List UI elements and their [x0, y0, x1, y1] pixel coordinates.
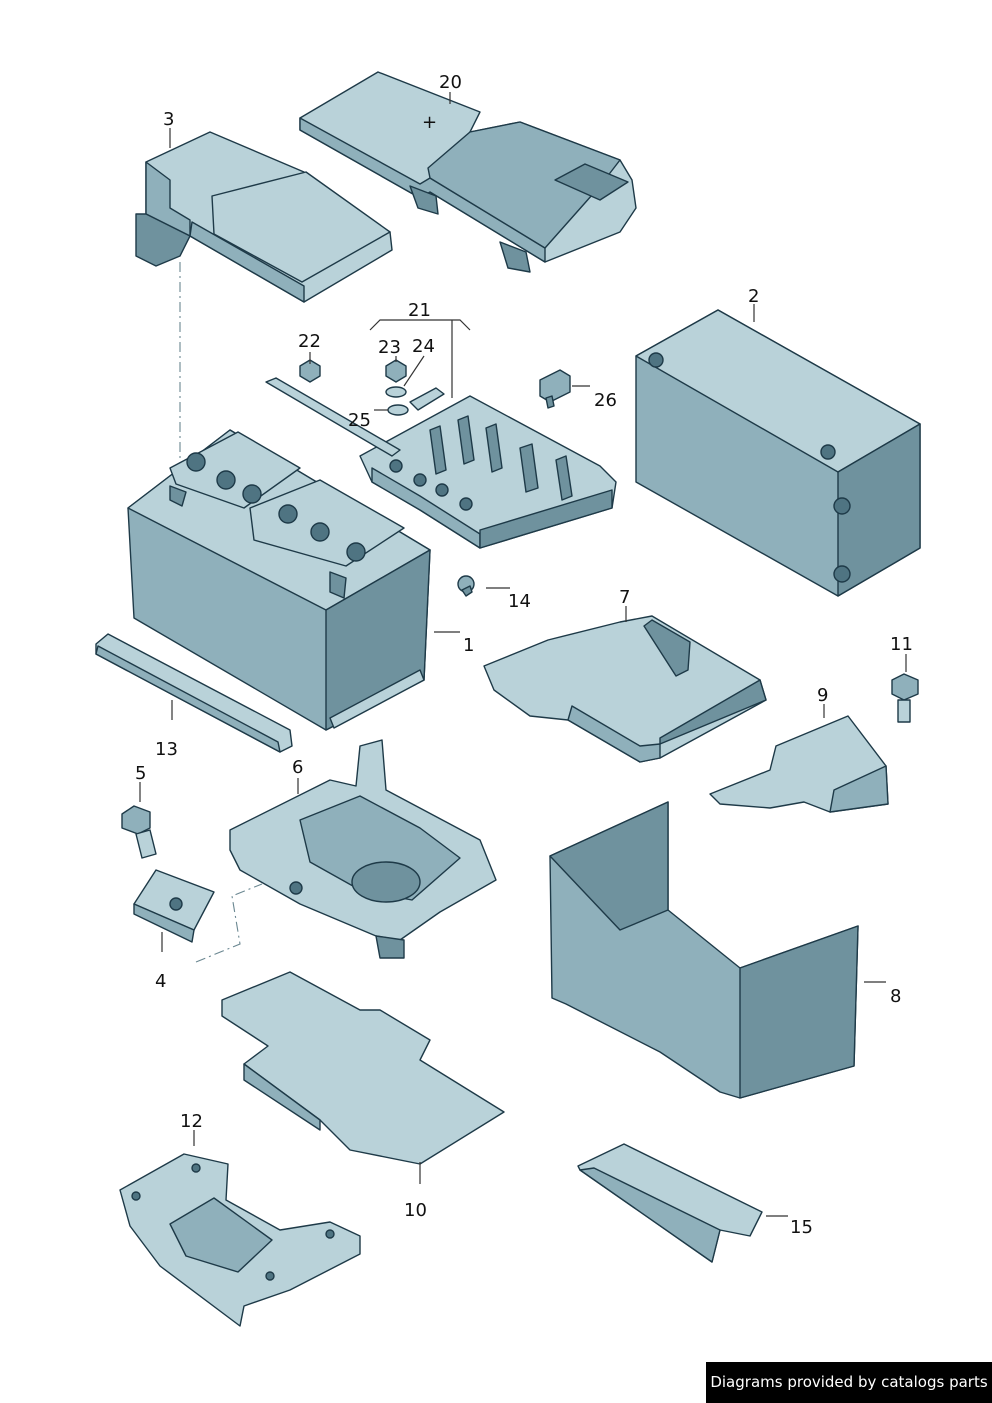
callout-14: 14	[508, 591, 531, 612]
part-2-battery	[635, 309, 921, 597]
part-21-cable-strip	[265, 377, 401, 457]
callout-5: 5	[135, 763, 146, 784]
callout-7: 7	[619, 587, 630, 608]
callout-26: 26	[594, 390, 617, 411]
part-10-bracket-plate	[221, 971, 505, 1165]
callout-10: 10	[404, 1200, 427, 1221]
part-9-cover	[709, 715, 889, 813]
callout-9: 9	[817, 685, 828, 706]
part-4-clamp	[133, 869, 215, 943]
part-26-fuse	[539, 369, 571, 409]
assembly-line-4	[195, 883, 263, 963]
part-25-connector	[409, 387, 445, 411]
part-20-cover: +	[299, 71, 637, 273]
callout-1: 1	[463, 635, 474, 656]
part-3-terminal-cover	[135, 131, 393, 303]
watermark-banner: Diagrams provided by catalogs parts	[706, 1362, 992, 1403]
callout-6: 6	[292, 757, 303, 778]
callout-4: 4	[155, 971, 166, 992]
callout-8: 8	[890, 986, 901, 1007]
part-23-nut	[385, 359, 407, 383]
part-21-terminal-block	[359, 395, 617, 549]
part-11-bolt	[891, 673, 919, 723]
part-1-battery	[127, 429, 431, 731]
callout-25: 25	[348, 410, 371, 431]
part-7-box-cover	[483, 615, 767, 763]
callout-13: 13	[155, 739, 178, 760]
callout-22: 22	[298, 331, 321, 352]
callout-21: 21	[408, 300, 431, 321]
callout-20: 20	[439, 72, 462, 93]
leader-lines	[139, 92, 907, 1217]
part-14-plug	[457, 575, 475, 597]
part-13-holding-strip	[95, 633, 293, 753]
part-15-wedge	[577, 1143, 763, 1263]
callout-labels: 1 2 3 4 5 6 7 8 9 10 11 12 13 14 15 20 2…	[135, 72, 913, 1238]
callout-3: 3	[163, 109, 174, 130]
callout-24: 24	[412, 336, 435, 357]
callout-23: 23	[378, 337, 401, 358]
callout-15: 15	[790, 1217, 813, 1238]
part-25-washer	[387, 404, 409, 416]
polarity-mark: +	[422, 112, 437, 133]
part-24-washer	[385, 386, 407, 398]
part-6-battery-tray	[229, 739, 497, 959]
callout-2: 2	[748, 286, 759, 307]
callout-12: 12	[180, 1111, 203, 1132]
part-5-bolt	[121, 805, 157, 859]
part-12-bracket	[119, 1153, 361, 1327]
part-8-box-side	[549, 801, 859, 1099]
callout-11: 11	[890, 634, 913, 655]
